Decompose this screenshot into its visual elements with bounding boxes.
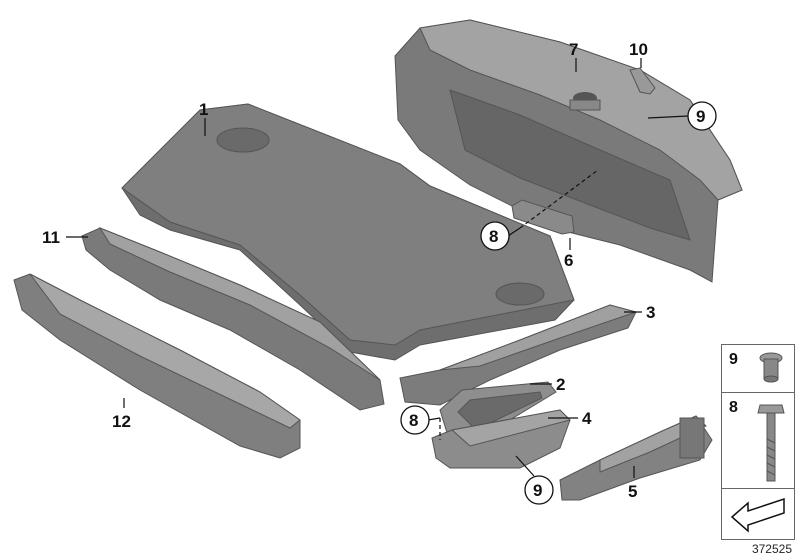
callout-7: 7: [569, 40, 578, 59]
callout-circle-8a: [480, 221, 510, 251]
nut-icon: [759, 352, 783, 383]
legend-cell-arrow: [722, 489, 794, 539]
screw-icon: [757, 404, 785, 482]
legend-number-9: 9: [729, 351, 738, 368]
clip-part-10: [629, 67, 656, 95]
legend-number-8: 8: [729, 399, 738, 416]
legend-cell-8: 8: [722, 393, 794, 489]
callout-8a: 8: [489, 227, 498, 246]
callout-1: 1: [199, 100, 208, 119]
callout-circle-9a: [687, 101, 717, 131]
holder-part-4: [431, 409, 571, 469]
callout-5: 5: [628, 482, 637, 501]
callout-3: 3: [646, 303, 655, 322]
leader-9a: [647, 115, 689, 119]
legend-cell-9: 9: [722, 345, 794, 393]
callout-11: 11: [42, 228, 60, 247]
bracket-part-5: [559, 415, 713, 501]
leader-8a: [507, 227, 521, 237]
callout-circle-8b: [400, 405, 430, 435]
leader-8b: [427, 417, 441, 421]
cover-part-2: [439, 381, 557, 439]
floor-panel-part-1: [121, 103, 575, 361]
fastener-legend: 9 8: [721, 344, 795, 540]
callout-4: 4: [582, 409, 592, 428]
trim-cover-part-12: [13, 273, 301, 459]
callout-6: 6: [564, 251, 573, 270]
callout-8b: 8: [409, 411, 418, 430]
callout-9a: 9: [696, 107, 705, 126]
callout-2: 2: [556, 375, 565, 394]
bracket-part-6: [511, 199, 575, 235]
callout-10: 10: [629, 40, 648, 59]
callouts: 1 7 10 9 8 6 11 3 2 4 8 9 5 12: [42, 40, 717, 505]
direction-arrow-icon: [730, 497, 785, 533]
document-number: 372525: [751, 542, 792, 556]
side-trim-part-11: [81, 226, 385, 411]
leader-8a-dashed: [519, 169, 599, 229]
leader-lines: [66, 58, 689, 478]
trim-panel-part-7: [394, 19, 743, 283]
callout-12: 12: [112, 412, 131, 431]
leader-9b: [515, 455, 535, 477]
trim-strip-part-3: [399, 304, 638, 406]
callout-circle-9b: [524, 475, 554, 505]
callout-9b: 9: [533, 481, 542, 500]
